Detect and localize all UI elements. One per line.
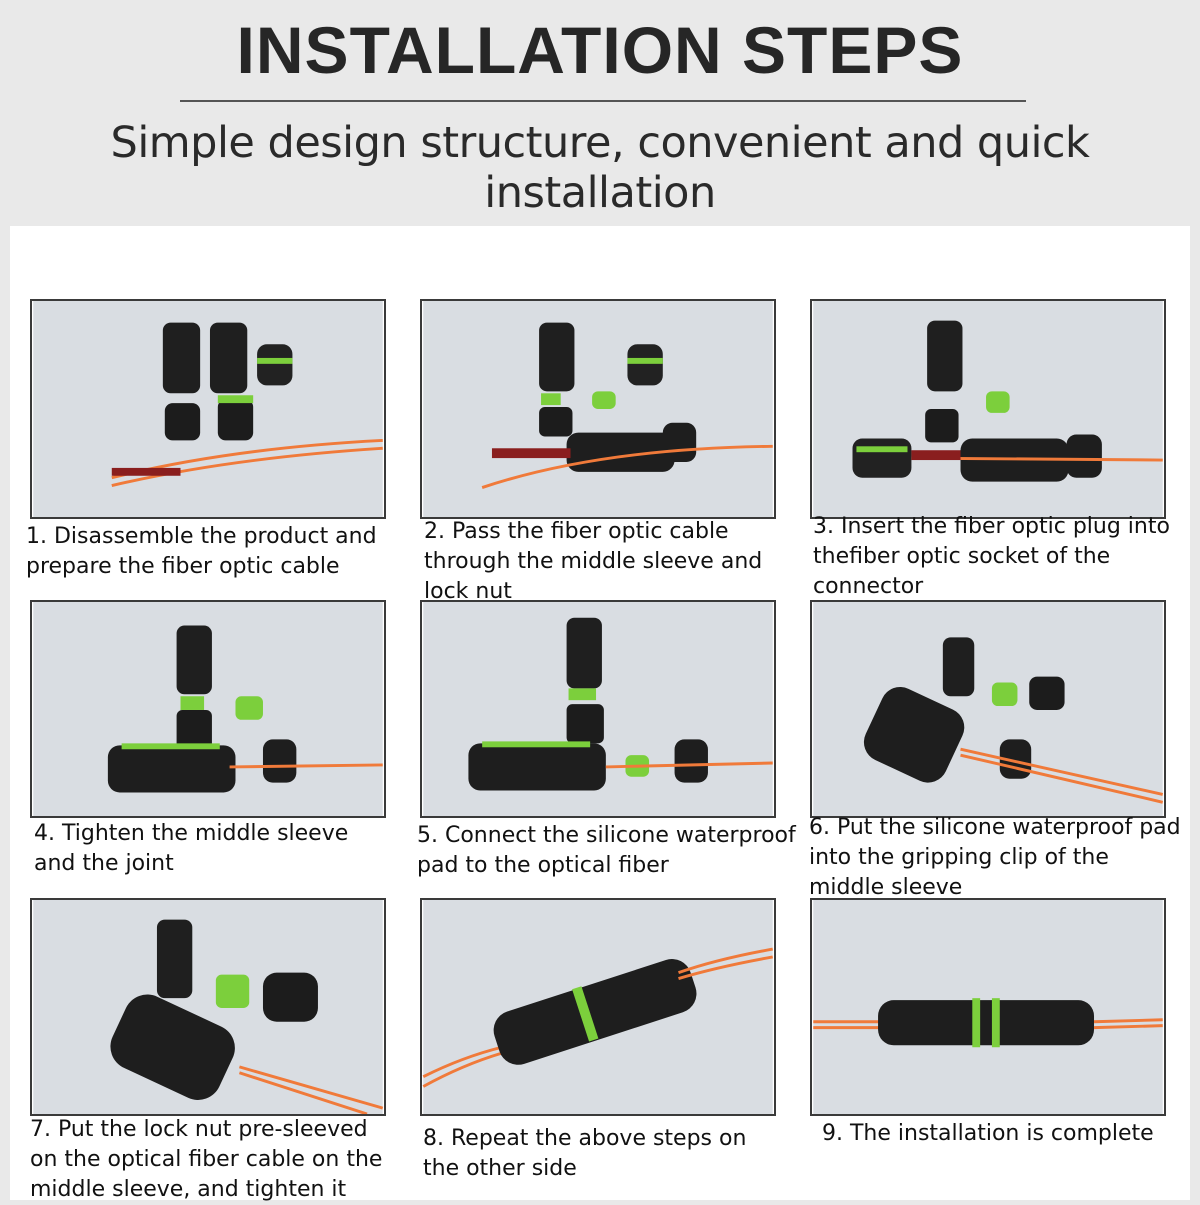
step-5-caption: 5. Connect the silicone waterproof pad t… bbox=[417, 823, 796, 878]
page-subtitle: Simple design structure, convenient and … bbox=[110, 118, 1090, 218]
step-8-caption: 8. Repeat the above steps on the other s… bbox=[423, 1126, 747, 1181]
step-6-photo bbox=[810, 600, 1166, 818]
step-7-image bbox=[33, 900, 384, 1114]
page-title: INSTALLATION STEPS bbox=[236, 13, 964, 87]
step-8-image bbox=[422, 900, 773, 1114]
step-1-caption: 1. Disassemble the product and prepare t… bbox=[26, 524, 377, 579]
step-4-caption: 4. Tighten the middle sleeve and the joi… bbox=[34, 821, 349, 876]
step-1-photo bbox=[30, 299, 386, 519]
step-9-caption: 9. The installation is complete bbox=[822, 1121, 1154, 1146]
step-6-image bbox=[813, 602, 1164, 816]
step-9-image bbox=[813, 900, 1163, 1114]
step-7-photo bbox=[30, 898, 386, 1116]
step-3-caption: 3. Insert the fiber optic plug into thef… bbox=[813, 514, 1170, 599]
title-divider bbox=[180, 100, 1026, 102]
step-2-image bbox=[423, 301, 773, 517]
step-8-photo bbox=[420, 898, 776, 1116]
step-1-image bbox=[33, 301, 383, 517]
step-5-photo bbox=[420, 600, 776, 818]
step-6-caption: 6. Put the silicone waterproof pad into … bbox=[809, 815, 1181, 900]
step-7-caption: 7. Put the lock nut pre-sleeved on the o… bbox=[30, 1117, 383, 1202]
step-2-caption: 2. Pass the fiber optic cable through th… bbox=[424, 519, 763, 604]
step-9-photo bbox=[810, 898, 1166, 1116]
step-5-image bbox=[423, 602, 773, 816]
step-3-photo bbox=[810, 299, 1166, 519]
step-4-image bbox=[33, 602, 383, 816]
step-4-photo bbox=[30, 600, 386, 818]
step-2-photo bbox=[420, 299, 776, 519]
step-3-image bbox=[813, 301, 1163, 517]
